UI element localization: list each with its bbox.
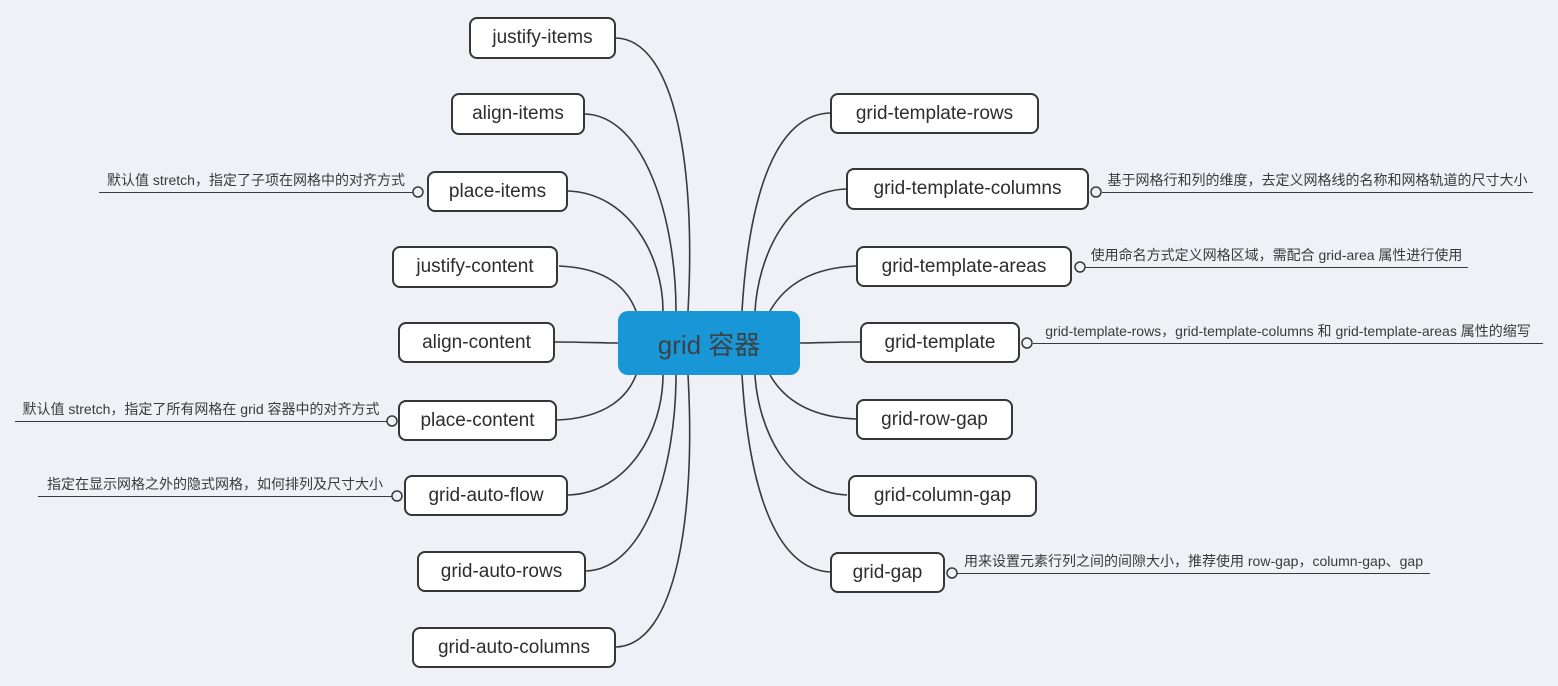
- connector-line: [554, 341, 619, 344]
- node-align-items[interactable]: align-items: [451, 93, 585, 135]
- note-grid-gap: 用来设置元素行列之间的间隙大小，推荐使用 row-gap，column-gap、…: [957, 552, 1430, 574]
- connector-line: [567, 374, 664, 496]
- connector-line: [615, 37, 691, 312]
- note-grid-auto-flow: 指定在显示网格之外的隐式网格，如何排列及尺寸大小: [38, 475, 392, 497]
- note-grid-template: grid-template-rows，grid-template-columns…: [1033, 322, 1543, 344]
- node-grid-row-gap[interactable]: grid-row-gap: [856, 399, 1013, 440]
- connector-line: [754, 374, 848, 496]
- connector-line: [558, 265, 637, 312]
- node-grid-column-gap[interactable]: grid-column-gap: [848, 475, 1037, 517]
- node-place-items[interactable]: place-items: [427, 171, 568, 212]
- connector-line: [769, 374, 857, 420]
- node-grid-auto-columns[interactable]: grid-auto-columns: [412, 627, 616, 668]
- connector-line: [754, 188, 847, 312]
- note-grid-template-columns: 基于网格行和列的维度，去定义网格线的名称和网格轨道的尺寸大小: [1102, 171, 1533, 193]
- connector-line: [769, 265, 857, 312]
- connector-dot: [386, 415, 398, 427]
- connector-line: [741, 112, 831, 312]
- connector-line: [584, 113, 677, 312]
- connector-dot: [1090, 186, 1102, 198]
- connector-line: [556, 374, 637, 421]
- connector-line: [585, 374, 677, 572]
- connector-line: [799, 341, 861, 344]
- node-grid-template-areas[interactable]: grid-template-areas: [856, 246, 1072, 287]
- note-place-content: 默认值 stretch，指定了所有网格在 grid 容器中的对齐方式: [15, 400, 387, 422]
- node-grid-auto-flow[interactable]: grid-auto-flow: [404, 475, 568, 516]
- node-place-content[interactable]: place-content: [398, 400, 557, 441]
- node-align-content[interactable]: align-content: [398, 322, 555, 363]
- connector-line: [615, 374, 691, 648]
- node-justify-content[interactable]: justify-content: [392, 246, 558, 288]
- note-place-items: 默认值 stretch，指定了子项在网格中的对齐方式: [99, 171, 413, 193]
- note-grid-template-areas: 使用命名方式定义网格区域，需配合 grid-area 属性进行使用: [1085, 246, 1468, 268]
- node-grid-auto-rows[interactable]: grid-auto-rows: [417, 551, 586, 592]
- node-grid-container[interactable]: grid 容器: [618, 311, 800, 375]
- connector-dot: [1021, 337, 1033, 349]
- connector-line: [741, 374, 832, 573]
- node-grid-template-columns[interactable]: grid-template-columns: [846, 168, 1089, 210]
- node-grid-gap[interactable]: grid-gap: [830, 552, 945, 593]
- connector-line: [567, 190, 664, 312]
- node-justify-items[interactable]: justify-items: [469, 17, 616, 59]
- connector-dot: [946, 567, 958, 579]
- node-grid-template[interactable]: grid-template: [860, 322, 1020, 363]
- connector-dot: [391, 490, 403, 502]
- connector-dot: [412, 186, 424, 198]
- node-grid-template-rows[interactable]: grid-template-rows: [830, 93, 1039, 134]
- connector-dot: [1074, 261, 1086, 273]
